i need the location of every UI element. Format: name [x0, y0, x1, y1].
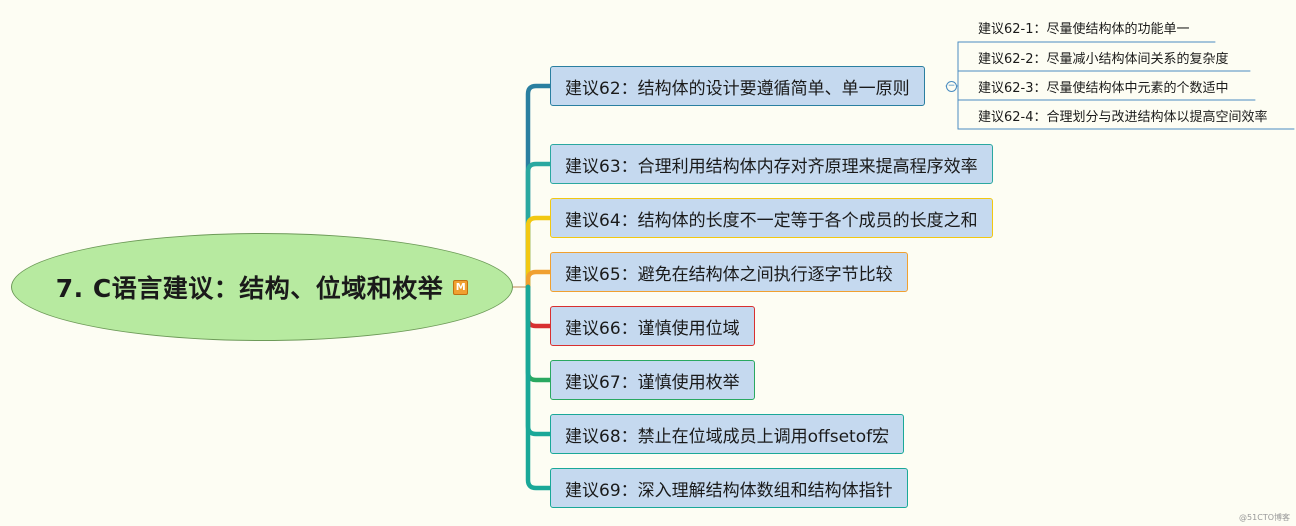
branch-node-65[interactable]: 建议65：避免在结构体之间执行逐字节比较	[550, 252, 908, 292]
branch-connector-62	[525, 83, 553, 290]
collapse-toggle-icon[interactable]: −	[946, 81, 957, 92]
branch-connector-65	[525, 269, 553, 290]
branch-connector-64	[525, 215, 553, 290]
branch-label: 建议63：合理利用结构体内存对齐原理来提高程序效率	[565, 156, 978, 177]
mindmap-marker-icon: M	[453, 279, 469, 295]
branch-node-63[interactable]: 建议63：合理利用结构体内存对齐原理来提高程序效率	[550, 144, 993, 184]
branch-node-62[interactable]: 建议62：结构体的设计要遵循简单、单一原则	[550, 66, 925, 106]
branch-connector-69	[525, 284, 553, 491]
root-title: 7. C语言建议：结构、位域和枚举	[55, 274, 444, 303]
sub-node-62-2[interactable]: 建议62-2：尽量减小结构体间关系的复杂度	[978, 52, 1229, 67]
sub-node-62-4[interactable]: 建议62-4：合理划分与改进结构体以提高空间效率	[978, 110, 1268, 125]
sub-node-62-3[interactable]: 建议62-3：尽量使结构体中元素的个数适中	[978, 81, 1229, 96]
branch-label: 建议69：深入理解结构体数组和结构体指针	[565, 480, 893, 501]
branch-connector-63	[525, 161, 553, 290]
branch-connector-67	[525, 284, 553, 383]
branch-label: 建议62：结构体的设计要遵循简单、单一原则	[565, 78, 910, 99]
watermark: @51CTO博客	[1239, 513, 1290, 522]
root-node[interactable]: 7. C语言建议：结构、位域和枚举 M	[11, 233, 513, 341]
branch-label: 建议67：谨慎使用枚举	[565, 372, 740, 393]
branch-node-66[interactable]: 建议66：谨慎使用位域	[550, 306, 755, 346]
branch-node-69[interactable]: 建议69：深入理解结构体数组和结构体指针	[550, 468, 908, 508]
branch-node-64[interactable]: 建议64：结构体的长度不一定等于各个成员的长度之和	[550, 198, 993, 238]
branch-node-68[interactable]: 建议68：禁止在位域成员上调用offsetof宏	[550, 414, 905, 454]
sub-node-62-1[interactable]: 建议62-1：尽量使结构体的功能单一	[978, 22, 1190, 37]
branch-label: 建议65：避免在结构体之间执行逐字节比较	[565, 264, 893, 285]
branch-connector-66	[525, 284, 553, 329]
branch-node-67[interactable]: 建议67：谨慎使用枚举	[550, 360, 755, 400]
branch-connector-68	[525, 284, 553, 437]
branch-label: 建议64：结构体的长度不一定等于各个成员的长度之和	[565, 210, 978, 231]
branch-label: 建议66：谨慎使用位域	[565, 318, 740, 339]
branch-label: 建议68：禁止在位域成员上调用offsetof宏	[565, 426, 890, 447]
